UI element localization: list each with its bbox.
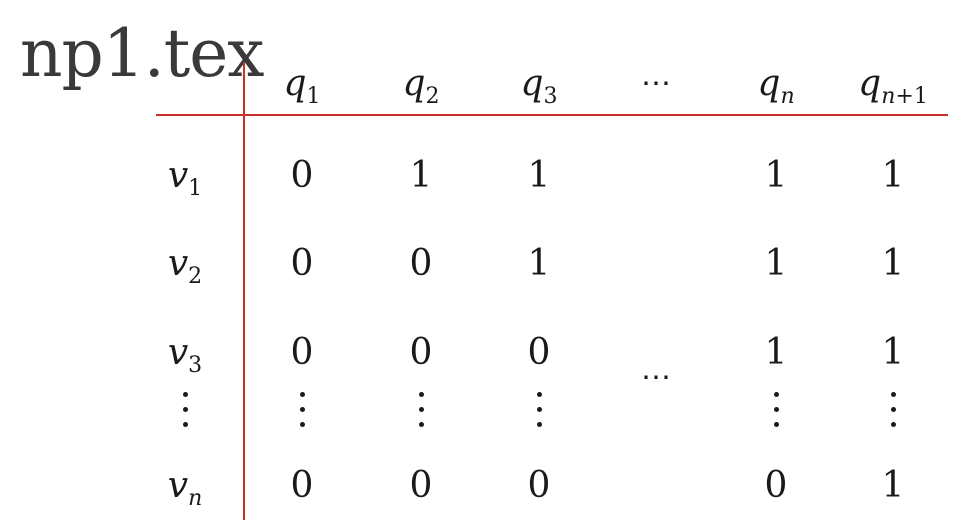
matrix-cell: 0 — [409, 465, 433, 506]
row-label: v1 — [167, 155, 203, 201]
matrix-cell: 1 — [527, 155, 551, 196]
matrix-cell: 1 — [409, 155, 433, 196]
matrix-cell: 1 — [527, 243, 551, 284]
matrix-cell: 0 — [527, 465, 551, 506]
matrix-cell: 1 — [764, 332, 788, 373]
matrix-cell: 1 — [881, 332, 905, 373]
column-vdots — [416, 388, 426, 434]
column-vdots — [297, 388, 307, 434]
matrix-cell: 1 — [881, 465, 905, 506]
matrix-cell: 0 — [290, 332, 314, 373]
column-vdots — [888, 388, 898, 434]
matrix-cell: 1 — [881, 155, 905, 196]
matrix-cell: 0 — [290, 155, 314, 196]
matrix-cell: 1 — [764, 155, 788, 196]
matrix-cell: 0 — [409, 332, 433, 373]
row-label-vdots — [180, 388, 190, 434]
header-rule — [156, 114, 948, 116]
matrix-cell: 1 — [764, 243, 788, 284]
file-name-label: np1.tex — [20, 15, 265, 92]
row-label: vn — [167, 465, 203, 511]
matrix-cell: 1 — [881, 243, 905, 284]
column-header: q2 — [402, 63, 440, 109]
column-header: qn — [757, 63, 795, 109]
column-header: q3 — [520, 63, 558, 109]
matrix-cell: 0 — [290, 243, 314, 284]
matrix-cell: 0 — [527, 332, 551, 373]
column-vdots — [534, 388, 544, 434]
matrix-cell: 0 — [409, 243, 433, 284]
matrix-cell: 0 — [764, 465, 788, 506]
middle-ellipsis: ⋯ — [641, 360, 675, 395]
column-header: q1 — [283, 63, 321, 109]
matrix-cell: 0 — [290, 465, 314, 506]
row-label: v2 — [167, 243, 203, 289]
column-vdots — [771, 388, 781, 434]
column-header: qn+1 — [858, 63, 928, 109]
row-label: v3 — [167, 332, 203, 378]
row-label-rule — [243, 62, 245, 520]
column-header-ellipsis: ⋯ — [641, 66, 675, 101]
